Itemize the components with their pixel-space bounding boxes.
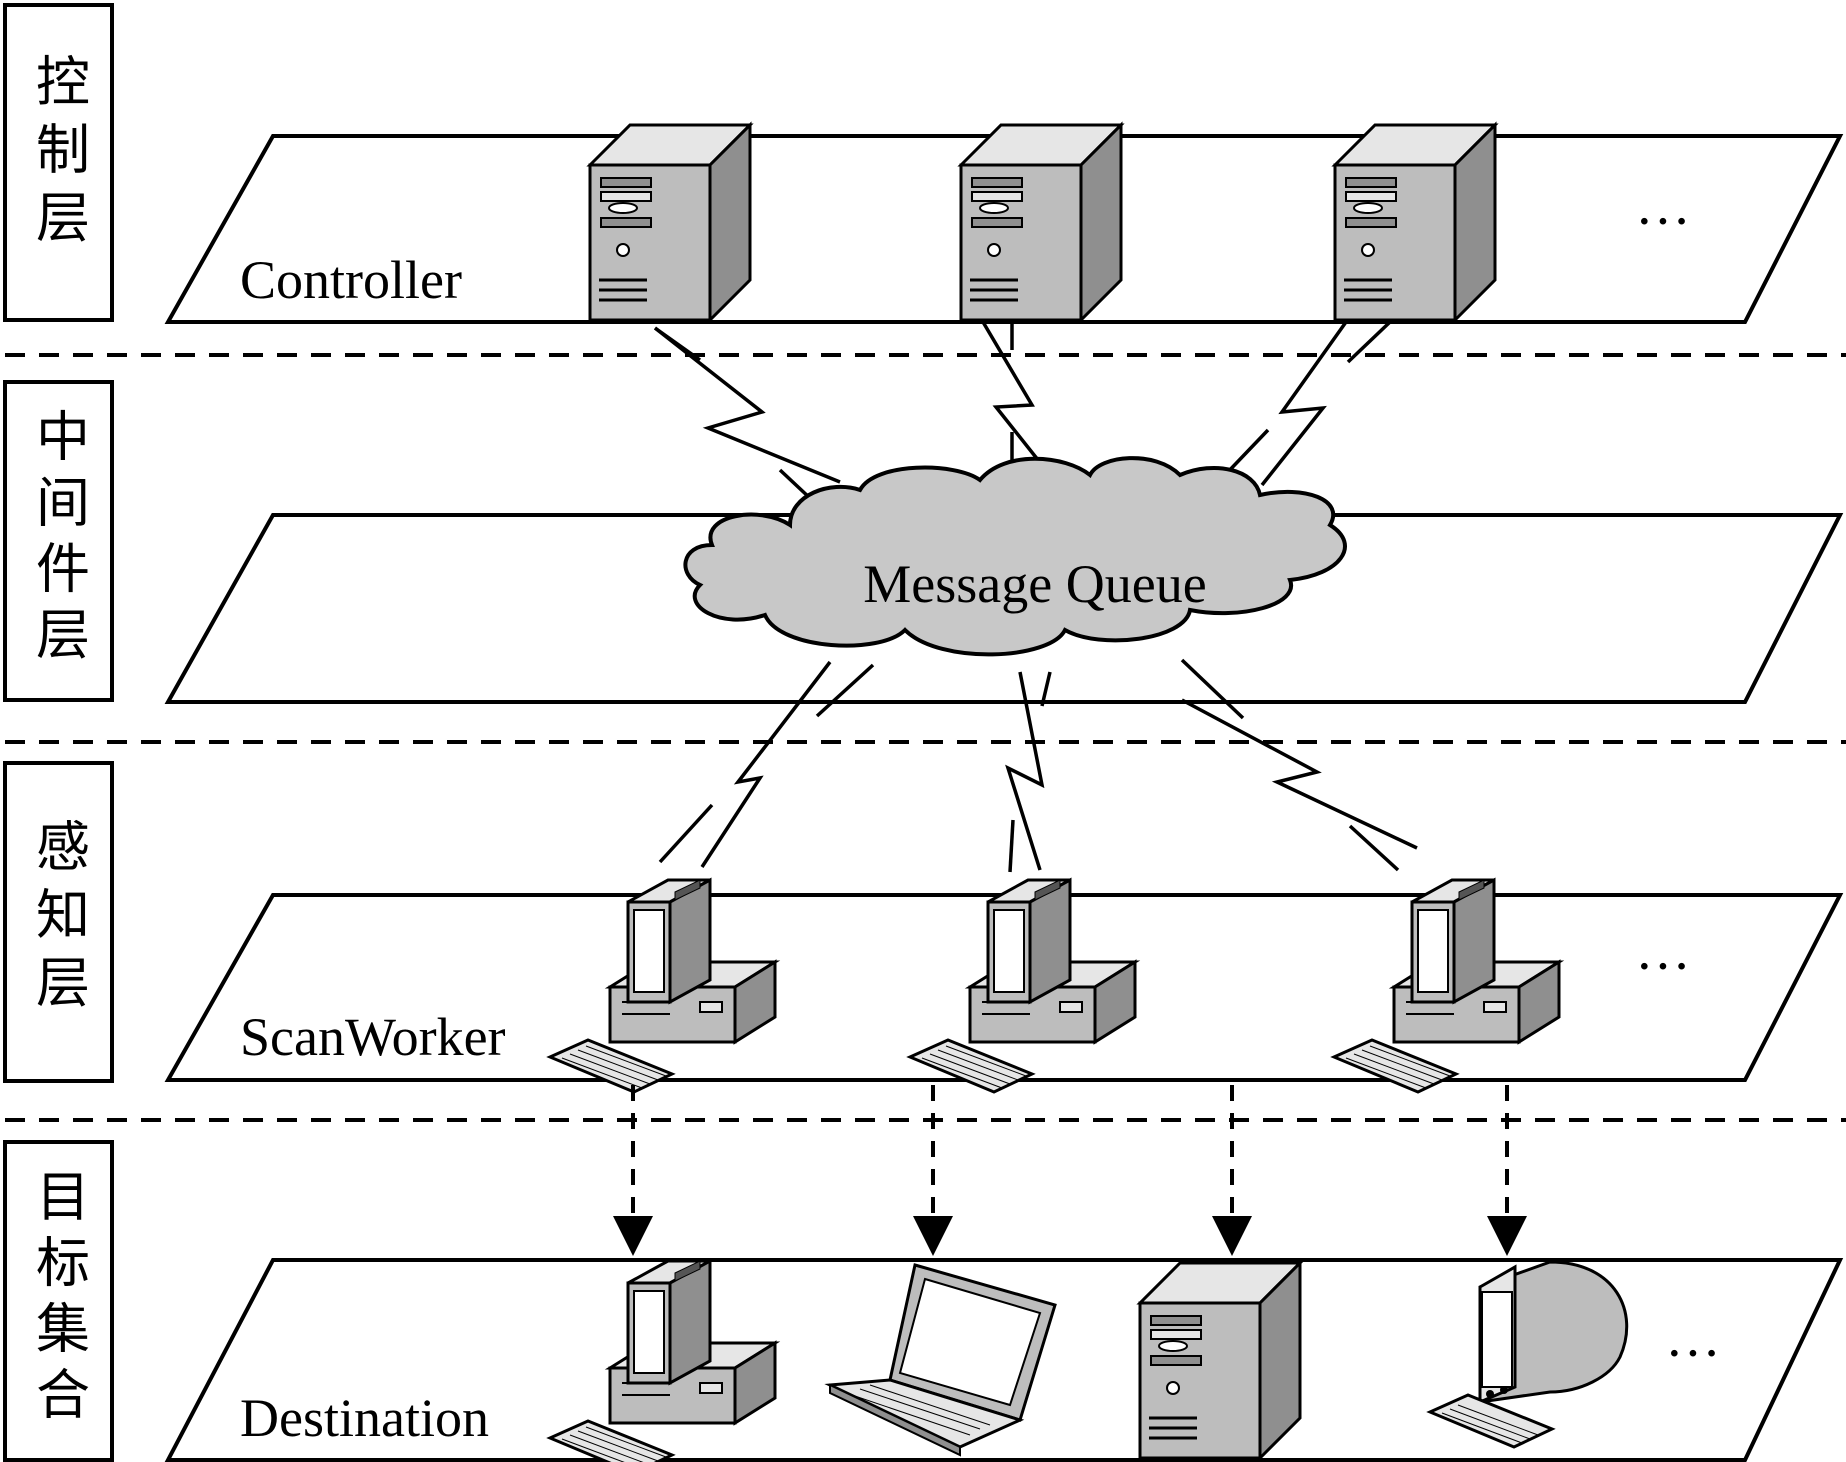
controller-ellipsis: ··· (1635, 191, 1691, 253)
layer-label-controller: 控制层 (3, 3, 114, 322)
controller-label: Controller (240, 250, 462, 310)
message-queue-label: Message Queue (863, 554, 1206, 614)
scanworker-ellipsis: ··· (1635, 936, 1691, 998)
wireless-link (1260, 320, 1348, 487)
layer-name-destination: 目标集合 (27, 1168, 90, 1432)
layer-name-controller: 控制层 (27, 53, 90, 257)
destination-ellipsis: ··· (1665, 1323, 1721, 1385)
controller-servers (588, 123, 1497, 322)
server-tower-icon (1138, 1261, 1302, 1460)
wireless-links-upper (653, 318, 1392, 517)
layer-separators (5, 353, 1846, 1122)
layer-label-destination: 目标集合 (3, 1140, 114, 1462)
message-queue-cloud: Message Queue (683, 456, 1347, 657)
wireless-links-lower (658, 658, 1418, 873)
cloud-icon (683, 456, 1347, 657)
wireless-link (653, 326, 841, 484)
server-tower-icon (1333, 123, 1497, 322)
destination-label: Destination (240, 1388, 489, 1448)
server-tower-icon (588, 123, 752, 322)
server-tower-icon (959, 123, 1123, 322)
scanworker-label: ScanWorker (240, 1007, 506, 1067)
layer-label-middleware: 中间件层 (3, 380, 114, 702)
wireless-link (700, 660, 832, 868)
wireless-link (1005, 671, 1045, 871)
scan-arrows (613, 1085, 1527, 1256)
layer-label-perception: 感知层 (3, 761, 114, 1083)
layer-name-perception: 感知层 (27, 818, 90, 1022)
wireless-link (1181, 698, 1418, 850)
wireless-link (981, 321, 1044, 467)
layer-name-middleware: 中间件层 (27, 408, 90, 672)
